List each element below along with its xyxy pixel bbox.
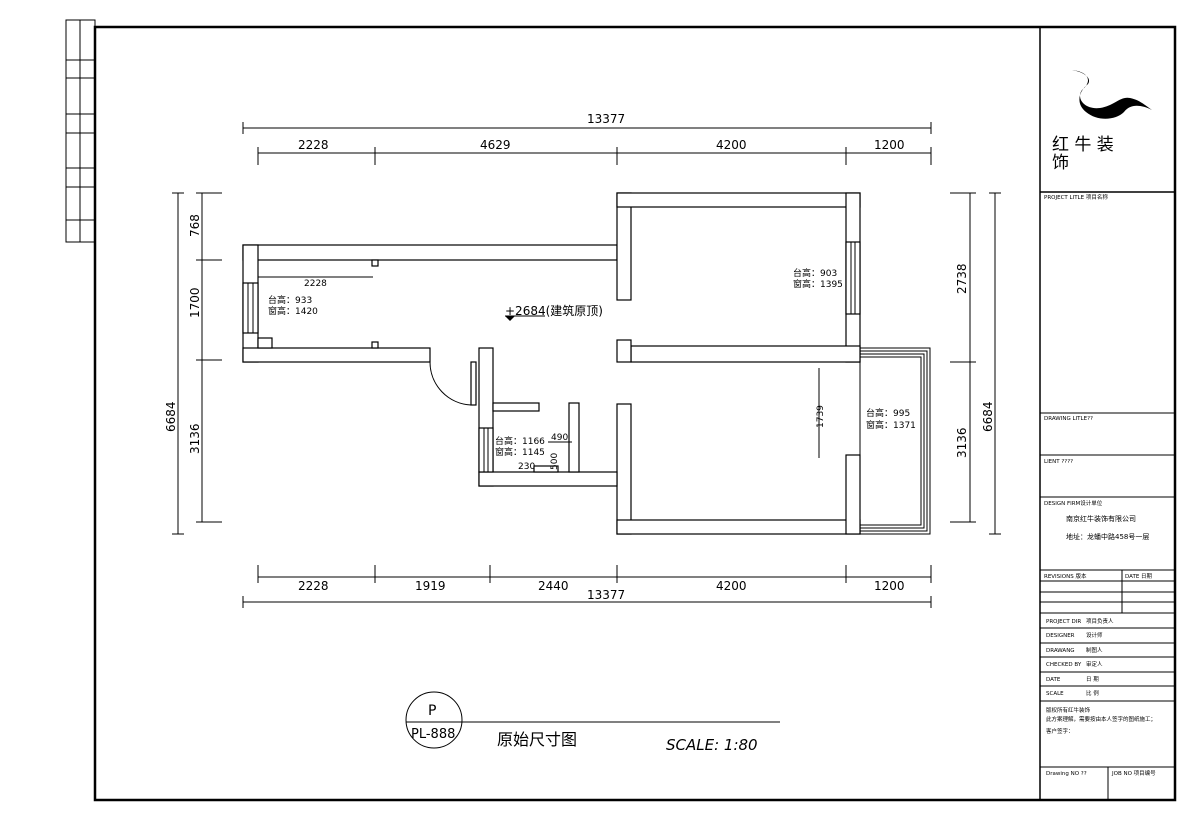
dim-top: 1200 — [874, 138, 905, 152]
level-triangle-icon — [505, 316, 515, 321]
window-sill-note: 台高：1166 — [495, 435, 545, 447]
walls — [242, 192, 861, 535]
drawing-frame — [93, 25, 1177, 802]
job-no: JOB NO 项目编号 — [1111, 769, 1156, 777]
dim-kitchen: 500 — [550, 453, 560, 470]
row-label: SCALE — [1046, 691, 1064, 697]
row-value: 设计师 — [1086, 631, 1103, 639]
balcony — [859, 347, 931, 535]
dim-bottom-total: 13377 — [587, 588, 625, 602]
dim-bottom: 2228 — [298, 579, 329, 593]
dim-left: 3136 — [188, 423, 202, 454]
dim-right-total: 6684 — [981, 401, 995, 432]
dim-bottom: 4200 — [716, 579, 747, 593]
row-label: DRAWANG — [1046, 648, 1075, 654]
dimension-lines — [172, 122, 1001, 608]
dim-kitchen: 490 — [551, 433, 568, 443]
client-sign: 客户签字： — [1046, 727, 1074, 735]
ceiling-height-mark: +2684(建筑原顶) — [505, 303, 603, 321]
ceiling-mark-label: +2684(建筑原顶) — [505, 303, 603, 318]
client-label: LIENT ???? — [1044, 459, 1073, 465]
dim-top: 2228 — [298, 138, 329, 152]
dim-bottom: 1200 — [874, 579, 905, 593]
drawing-scale: SCALE: 1:80 — [666, 736, 758, 754]
row-value: 审定人 — [1086, 660, 1103, 668]
logo-text-line2: 饰 — [1052, 153, 1069, 173]
row-label: CHECKED BY — [1046, 662, 1082, 668]
dim-bottom: 1919 — [415, 579, 446, 593]
window-height-note: 窗高：1371 — [866, 419, 916, 431]
title-block: 红 牛 装 饰 PROJECT LITLE 项目名称 DRAWING LITLE… — [1039, 27, 1175, 800]
row-value: 项目负责人 — [1086, 617, 1114, 625]
dim-top: 4200 — [716, 138, 747, 152]
window-sill-note: 台高：995 — [866, 407, 910, 419]
drawing-caption: P PL-888 原始尺寸图 SCALE: 1:80 — [405, 691, 780, 754]
symbol-top: P — [428, 703, 436, 719]
dim-left-total: 6684 — [164, 401, 178, 432]
dim-right: 3136 — [955, 427, 969, 458]
windows — [242, 241, 861, 473]
drawing-title: 原始尺寸图 — [497, 730, 577, 749]
window-sill-note: 台高：933 — [268, 294, 312, 306]
door-swing — [429, 361, 477, 406]
row-value: 制图人 — [1086, 646, 1103, 654]
revisions-label: REVISIONS 版本 — [1044, 572, 1087, 580]
symbol-bottom: PL-888 — [411, 727, 455, 742]
window-height-note: 窗高：1420 — [268, 305, 318, 317]
drawing-title-label: DRAWING LITLE?? — [1044, 416, 1093, 422]
window-height-note: 窗高：1145 — [495, 446, 545, 458]
design-firm-label: DESIGN FIRM设计单位 — [1044, 499, 1103, 507]
dim-kitchen: 230 — [518, 462, 535, 472]
notice-line1: 版权所有红牛装饰 — [1046, 706, 1091, 714]
row-value: 日 期 — [1086, 676, 1099, 683]
dim-inner: 2228 — [304, 279, 327, 289]
dim-right: 2738 — [955, 263, 969, 294]
drawing-no: Drawing NO ?? — [1046, 771, 1087, 777]
dim-left: 768 — [188, 214, 202, 237]
logo-text-line1: 红 牛 装 — [1052, 135, 1114, 155]
dim-bottom: 2440 — [538, 579, 569, 593]
project-title-label: PROJECT LITLE 项目名称 — [1044, 193, 1108, 201]
title-block-rows: PROJECT DIR 项目负责人 DESIGNER 设计师 DRAWANG 制… — [1040, 617, 1175, 702]
dim-top-total: 13377 — [587, 112, 625, 126]
dim-top: 4629 — [480, 138, 511, 152]
row-label: PROJECT DIR — [1046, 619, 1081, 625]
notice-line2: 此方案理解，需要按由本人签字的图纸施工； — [1046, 715, 1156, 723]
row-label: DESIGNER — [1046, 633, 1075, 639]
window-height-note: 窗高：1395 — [793, 278, 843, 290]
dim-left: 1700 — [188, 287, 202, 318]
date-header: DATE 日期 — [1125, 573, 1153, 580]
left-sign-strip — [65, 19, 96, 243]
company-logo-icon — [1072, 70, 1152, 119]
dim-inner: 1739 — [816, 405, 826, 428]
firm-address: 地址：龙蟠中路458号一层 — [1066, 532, 1149, 541]
window-notes: 台高：933 窗高：1420 台高：903 窗高：1395 台高：995 窗高：… — [268, 267, 916, 458]
row-value: 比 例 — [1086, 689, 1099, 697]
row-label: DATE — [1046, 677, 1061, 683]
firm-name: 南京红牛装饰有限公司 — [1066, 514, 1136, 523]
dimension-labels: 13377 2228 4629 4200 1200 2228 1919 2440… — [164, 112, 995, 602]
window-sill-note: 台高：903 — [793, 267, 837, 279]
